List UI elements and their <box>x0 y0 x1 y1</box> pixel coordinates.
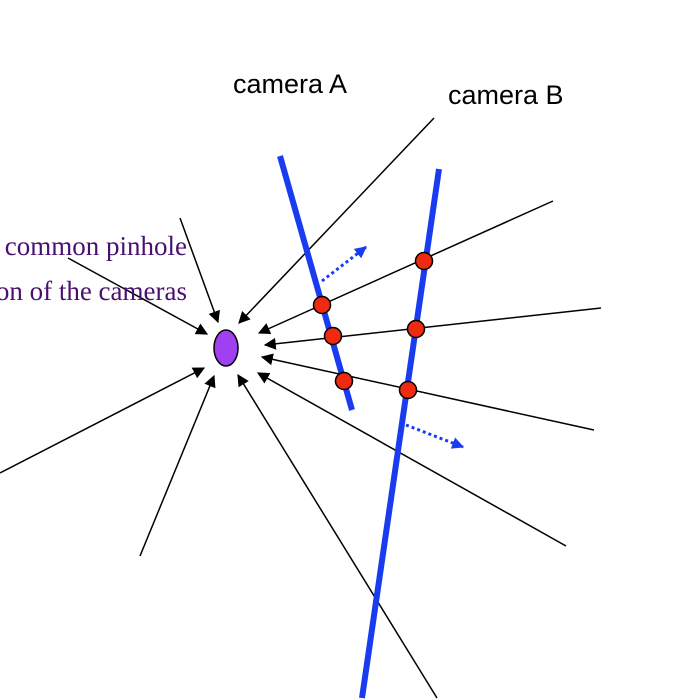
intersection-point <box>406 319 426 339</box>
camera-a-label: camera A <box>233 69 347 99</box>
camera-b-direction-arrow <box>405 423 465 449</box>
ray-right-2 <box>256 372 567 547</box>
intersection-point <box>414 251 434 271</box>
intersection-point <box>312 295 332 315</box>
pinhole-label-line-1: common pinhole <box>5 231 187 261</box>
ray-bottom-right <box>237 373 438 699</box>
intersection-point <box>334 371 354 391</box>
ray-top-2 <box>263 307 602 350</box>
camera-a-intersections <box>312 295 354 391</box>
intersection-point <box>398 380 418 400</box>
ray-label-line-1 <box>179 217 220 324</box>
pinhole-point <box>213 329 239 367</box>
ray-top-1 <box>257 200 554 335</box>
ray-bottom-left <box>139 374 216 557</box>
camera-b-intersections <box>398 251 434 400</box>
camera-b-label: camera B <box>448 80 564 110</box>
pinhole-label-line-2: position of the cameras <box>0 276 187 306</box>
ray-left <box>0 367 206 474</box>
camera-b-image-plane <box>359 168 442 699</box>
ray-right-1 <box>260 353 595 431</box>
ray-label-line-2 <box>67 257 209 335</box>
intersection-point <box>323 326 343 346</box>
ray-camera-a-axis <box>238 117 435 324</box>
camera-a-direction-arrow <box>321 245 367 283</box>
camera-a-image-plane <box>277 155 355 411</box>
rays <box>0 117 602 699</box>
